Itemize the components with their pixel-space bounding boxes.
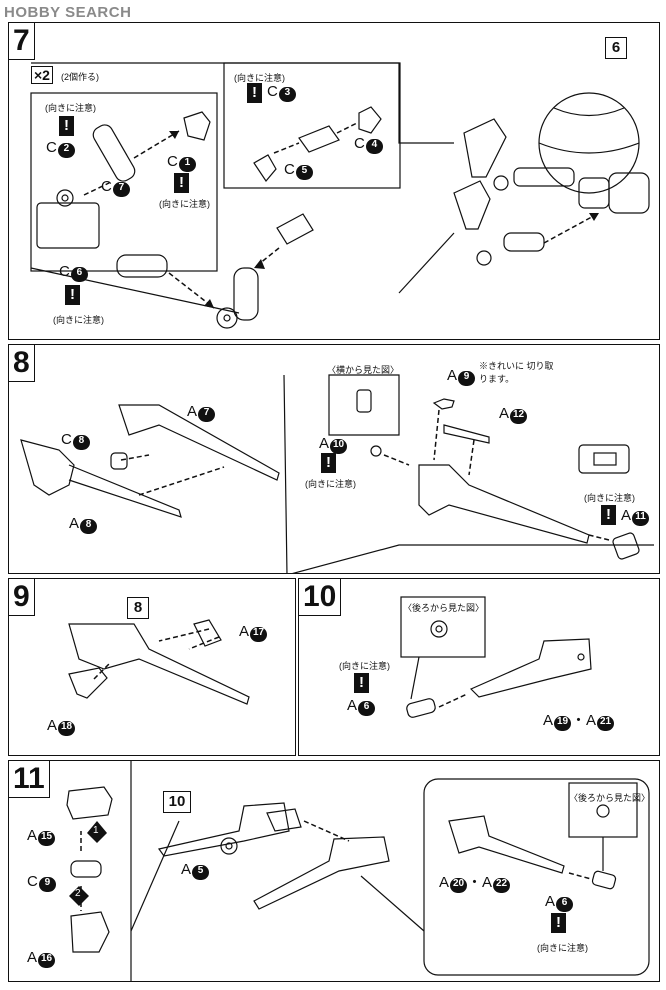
caution-a11: (向きに注意) [584, 493, 635, 503]
watermark: HOBBY SEARCH [4, 4, 132, 21]
side-view-label: 〈横から見た図〉 [327, 365, 400, 375]
caution-c6: (向きに注意) [53, 315, 104, 325]
step-marker-1 [87, 821, 107, 843]
step-10-number: 10 [299, 579, 342, 616]
step-7-number: 7 [9, 23, 35, 60]
step-marker-2 [69, 886, 89, 906]
ref-box-6: 6 [605, 37, 627, 59]
warning-icon: ! [174, 173, 189, 193]
rear-view-label: 〈後ろから見た図〉 [403, 603, 485, 613]
step-11-drawing [66, 761, 650, 981]
quantity-note: (2個作る) [61, 72, 99, 82]
subassembly-box-left [30, 92, 218, 272]
warning-icon: ! [65, 285, 80, 305]
caution-a6: (向きに注意) [339, 661, 390, 671]
step-10-drawing [400, 596, 592, 718]
ref-box-10: 10 [163, 791, 191, 813]
caution-c2: (向きに注意) [45, 103, 96, 113]
step-9-number: 9 [9, 579, 35, 616]
rear-view-label: 〈後ろから見た図〉 [569, 793, 651, 803]
step-order-2: 2 [75, 888, 81, 899]
step-11-number: 11 [9, 761, 50, 798]
step-order-1: 1 [93, 825, 99, 836]
step-7-panel: 7 [8, 22, 660, 340]
step-8-number: 8 [9, 345, 35, 382]
warning-icon: ! [354, 673, 369, 693]
cut-note: ※きれいに 切り取ります。 [479, 361, 554, 384]
warning-icon: ! [247, 83, 262, 103]
caution-a6: (向きに注意) [537, 943, 588, 953]
warning-icon: ! [601, 505, 616, 525]
caution-a10: (向きに注意) [305, 479, 356, 489]
warning-icon: ! [321, 453, 336, 473]
caution-c1: (向きに注意) [159, 199, 210, 209]
caution-c3: (向きに注意) [234, 73, 285, 83]
ref-box-8: 8 [127, 597, 149, 619]
step-7-drawing [30, 62, 650, 329]
warning-icon: ! [59, 116, 74, 136]
quantity-x2: ×2 [31, 66, 53, 84]
warning-icon: ! [551, 913, 566, 933]
step-9-drawing [68, 619, 250, 705]
step-8-drawing [20, 374, 654, 573]
